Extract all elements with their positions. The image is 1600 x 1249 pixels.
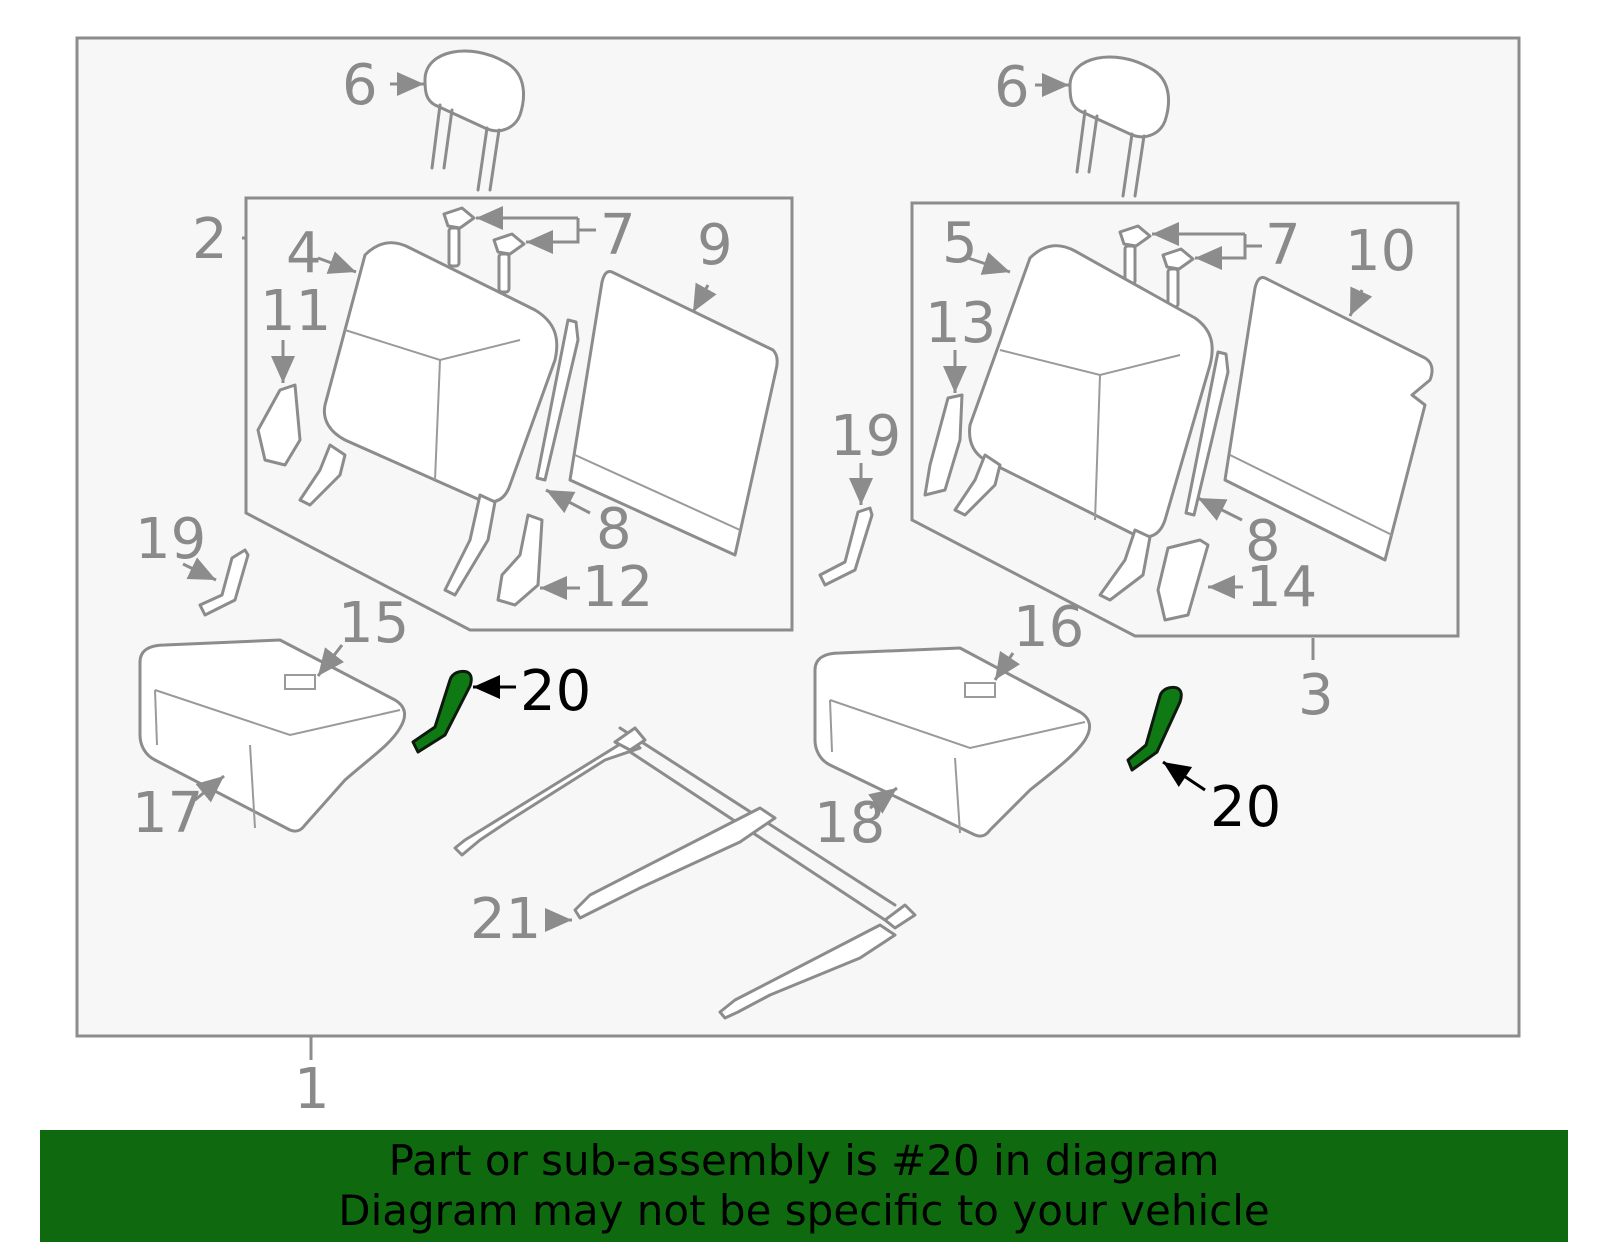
label-6-right: 6 — [994, 55, 1030, 120]
banner-line-2: Diagram may not be specific to your vehi… — [338, 1186, 1270, 1235]
banner-line-1: Part or sub-assembly is #20 in diagram — [388, 1136, 1220, 1185]
label-19-right: 19 — [830, 404, 901, 469]
seat-parts-diagram: 6 6 2 4 5 7 7 9 10 11 13 19 8 8 19 12 14… — [75, 36, 1521, 1120]
label-17: 17 — [132, 781, 203, 846]
trim-panel-10[interactable] — [1223, 276, 1434, 562]
trim-panel-9[interactable] — [568, 270, 779, 557]
headrest-guides-right[interactable] — [1118, 224, 1195, 309]
label-9: 9 — [697, 213, 733, 278]
seatback-frame-left[interactable] — [298, 241, 559, 597]
label-6-left: 6 — [342, 53, 378, 118]
right-seatback-box — [910, 201, 1460, 638]
label-2: 2 — [192, 207, 228, 272]
part-20-left[interactable] — [411, 669, 473, 754]
headrest-guides-left[interactable] — [442, 206, 526, 294]
label-19-left: 19 — [135, 507, 206, 572]
label-4: 4 — [286, 221, 322, 286]
label-7-left: 7 — [600, 203, 636, 268]
label-18: 18 — [814, 791, 885, 856]
info-banner: Part or sub-assembly is #20 in diagram D… — [40, 1130, 1568, 1242]
hinge-strip-left[interactable] — [535, 318, 580, 482]
label-13: 13 — [925, 291, 996, 356]
headrest-right[interactable] — [1068, 55, 1170, 198]
label-21: 21 — [470, 887, 541, 952]
bracket-19-left[interactable] — [198, 548, 250, 617]
label-3: 3 — [1298, 663, 1334, 728]
label-12: 12 — [582, 555, 653, 620]
label-20-right: 20 — [1210, 775, 1281, 840]
seat-frame-21[interactable] — [453, 726, 917, 1020]
label-11: 11 — [260, 279, 331, 344]
label-14: 14 — [1246, 555, 1317, 620]
left-seatback-box — [244, 196, 794, 632]
label-20-left: 20 — [520, 659, 591, 724]
callout-labels: 6 6 2 4 5 7 7 9 10 11 13 19 8 8 19 12 14… — [132, 53, 1416, 1120]
label-16: 16 — [1013, 595, 1084, 660]
label-8-left: 8 — [596, 497, 632, 562]
headrest-left[interactable] — [423, 49, 525, 192]
label-10: 10 — [1345, 219, 1416, 284]
label-5: 5 — [942, 211, 978, 276]
cover-13[interactable] — [923, 393, 964, 497]
hinge-strip-right[interactable] — [1184, 350, 1230, 517]
seatback-frame-right[interactable] — [953, 244, 1214, 602]
leader-lines — [182, 72, 1373, 1060]
label-7-right: 7 — [1265, 213, 1301, 278]
cover-12[interactable] — [496, 513, 544, 607]
bracket-19-right[interactable] — [818, 506, 874, 587]
cover-11[interactable] — [256, 383, 302, 467]
label-8-right: 8 — [1245, 509, 1281, 574]
part-20-right[interactable] — [1126, 685, 1183, 772]
cover-14[interactable] — [1156, 538, 1210, 622]
label-1: 1 — [294, 1057, 330, 1120]
label-15: 15 — [338, 591, 409, 656]
